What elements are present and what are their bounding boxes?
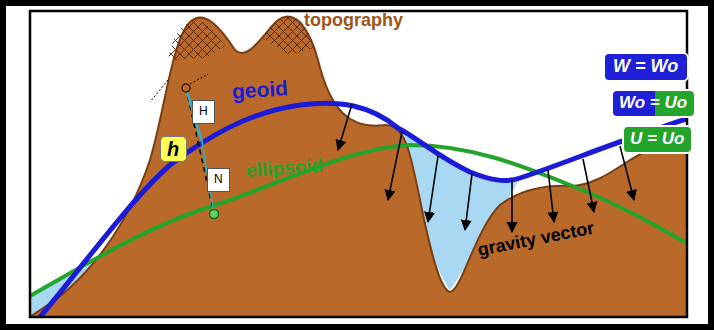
box-text: U = Uo — [630, 130, 685, 149]
box-text: W = Wo — [613, 57, 679, 77]
box-text: N — [214, 173, 223, 186]
potential-box: Wo = Uo — [611, 89, 696, 118]
ellipsoid-point — [210, 210, 219, 219]
undulation-box: N — [207, 168, 230, 192]
gravity-vectors — [338, 104, 634, 232]
geoid-label: geoid — [231, 76, 289, 104]
potential-box: U = Uo — [622, 125, 693, 154]
height-box: H — [192, 100, 215, 124]
box-text: h — [167, 138, 180, 160]
ellipsoidal-height-line — [186, 88, 214, 214]
geoid-curve — [40, 103, 687, 317]
tangent-line — [190, 74, 208, 84]
surface-point — [182, 84, 190, 92]
ellipsoid-curve — [30, 145, 687, 296]
height-box: h — [160, 136, 187, 162]
inner-frame — [30, 11, 687, 317]
topography-label: topography — [304, 10, 403, 31]
box-text: Wo = Uo — [619, 94, 688, 113]
tangent-line — [150, 80, 168, 102]
outer-frame — [3, 3, 711, 327]
rock-hatching — [168, 21, 225, 60]
box-text: H — [199, 105, 208, 118]
topography-area — [30, 17, 687, 317]
potential-box: W = Wo — [603, 52, 689, 82]
